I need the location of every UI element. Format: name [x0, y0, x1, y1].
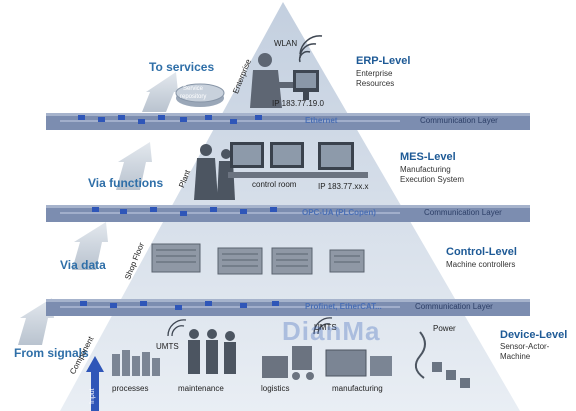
control-level-title: Control-Level	[446, 246, 517, 258]
logistics-forklift-icon	[262, 346, 314, 380]
watermark-text: DianMa	[282, 316, 381, 346]
plant-worker-icon	[194, 144, 235, 200]
ip-mid-label: IP 183.77.xx.x	[318, 182, 369, 191]
band-protocol-opc: OPC-UA (PLCopen)	[302, 208, 376, 217]
umts-right-label: UMTS	[314, 323, 337, 332]
device-level-desc-2: Machine	[500, 352, 531, 361]
input-arrow-icon	[86, 356, 104, 411]
service-repository-label-2: repository	[180, 94, 207, 100]
flow-label-services: To services	[149, 60, 215, 74]
communication-band-opc	[46, 205, 530, 222]
process-cylinders-icon	[112, 350, 160, 376]
mes-level-title: MES-Level	[400, 151, 456, 163]
device-level-desc-1: Sensor-Actor-	[500, 342, 550, 351]
wlan-label: WLAN	[274, 39, 298, 48]
processes-label: processes	[112, 384, 149, 393]
flow-arrow-signals	[18, 298, 54, 345]
enterprise-monitor-icon	[293, 70, 319, 100]
erp-level-title: ERP-Level	[356, 55, 411, 67]
flow-label-data: Via data	[60, 258, 106, 272]
wlan-icon	[298, 35, 323, 63]
erp-level-desc-1: Enterprise	[356, 69, 393, 78]
ip-top-label: IP 183.77.19.0	[272, 99, 324, 108]
mes-level-desc-2: Execution System	[400, 175, 465, 184]
flow-arrow-functions	[116, 142, 152, 190]
logistics-label: logistics	[261, 384, 290, 393]
device-level-title: Device-Level	[500, 329, 568, 341]
band-protocol-ethernet: Ethernet	[305, 116, 338, 125]
machine-controller-icon	[151, 243, 365, 275]
conveyor-chain-icon	[432, 362, 470, 388]
enterprise-worker-icon	[250, 53, 296, 108]
service-repository-label-1: Service	[183, 86, 204, 92]
umts-left-label: UMTS	[156, 342, 179, 351]
band-layer-3: Communication Layer	[415, 302, 493, 311]
service-repository-icon	[175, 83, 225, 107]
power-label: Power	[433, 324, 456, 333]
band-layer-2: Communication Layer	[424, 208, 502, 217]
maintenance-workers-icon	[188, 329, 236, 374]
input-label: Input	[89, 388, 96, 404]
manufacturing-label: manufacturing	[332, 384, 383, 393]
flow-arrow-services	[142, 72, 178, 112]
flow-label-signals-1: From signals	[14, 346, 89, 360]
band-nodes	[78, 115, 279, 310]
mes-level-desc-1: Manufacturing	[400, 165, 451, 174]
band-layer-1: Communication Layer	[420, 116, 498, 125]
flow-label-functions: Via functions	[88, 176, 164, 190]
power-cable-icon	[414, 331, 426, 379]
flow-arrow-data	[72, 222, 108, 270]
control-room-monitor-icon	[228, 142, 368, 178]
band-protocol-fieldbus: Profinet, EtherCAT...	[305, 302, 382, 311]
control-level-desc-1: Machine controllers	[446, 260, 516, 269]
control-room-label: control room	[252, 180, 297, 189]
maintenance-label: maintenance	[178, 384, 224, 393]
erp-level-desc-2: Resources	[356, 79, 395, 88]
manufacturing-machine-icon	[325, 349, 392, 377]
umts-signal-icon	[167, 317, 333, 337]
